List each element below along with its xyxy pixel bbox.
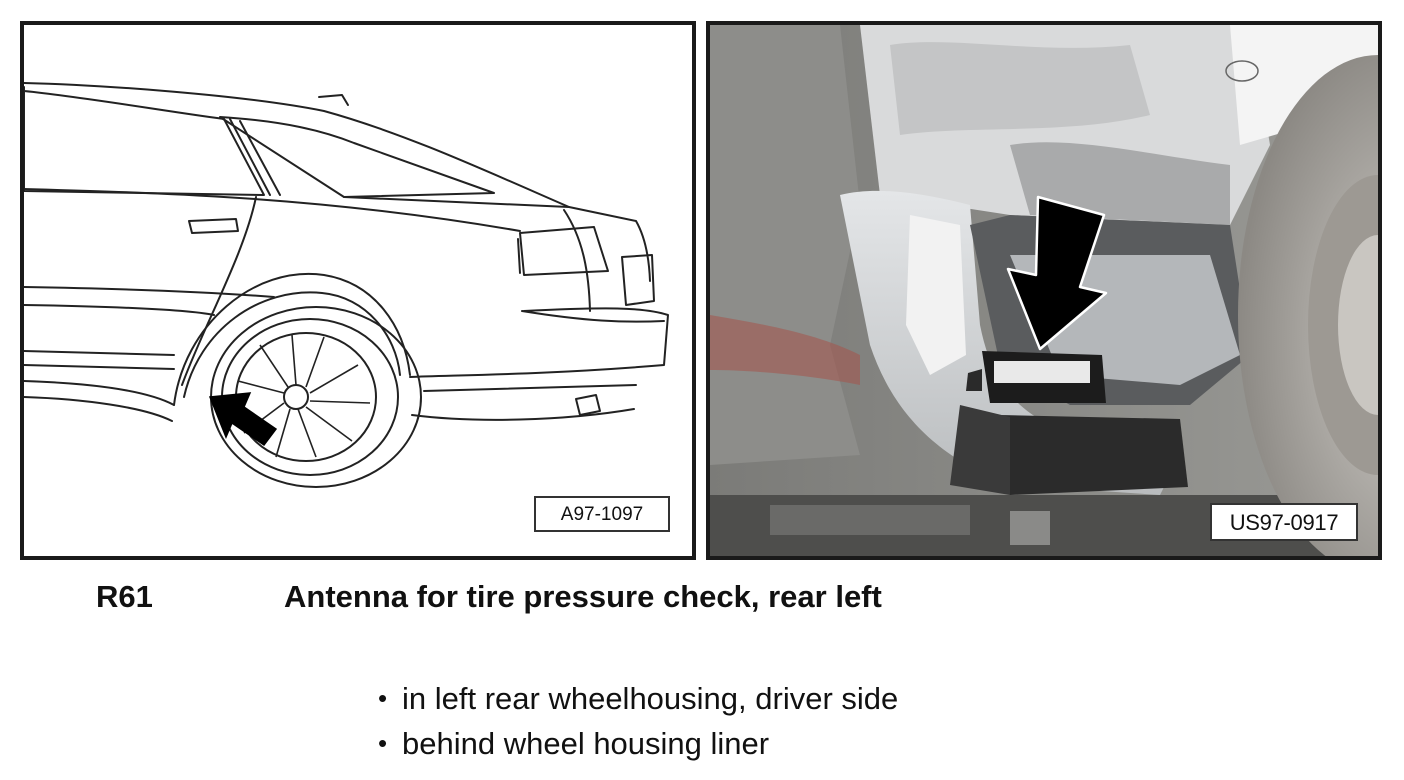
- figure-reference-code: A97-1097: [534, 496, 670, 532]
- location-list: •in left rear wheelhousing, driver side …: [378, 676, 898, 766]
- list-item: • behind wheel housing liner: [378, 721, 898, 766]
- pointer-arrow-icon: [208, 392, 278, 447]
- figure-reference-code: US97-0917: [1210, 503, 1358, 541]
- photo-figure: US97-0917: [706, 21, 1382, 560]
- list-item-text: in left rear wheelhousing, driver side: [402, 681, 899, 716]
- component-title: Antenna for tire pressure check, rear le…: [284, 579, 882, 614]
- line-drawing-figure: A97-1097: [20, 21, 696, 560]
- pointer-arrow-icon: [1006, 195, 1108, 351]
- list-item: • in left rear wheelhousing, driver side: [378, 676, 898, 721]
- car-rear-line-drawing: [24, 82, 669, 488]
- bullet-icon: •: [378, 683, 388, 713]
- bullet-icon: •: [378, 728, 388, 758]
- component-code: R61: [96, 579, 153, 614]
- list-item-text: behind wheel housing liner: [402, 726, 770, 761]
- wheelhousing-photo: [710, 25, 1378, 556]
